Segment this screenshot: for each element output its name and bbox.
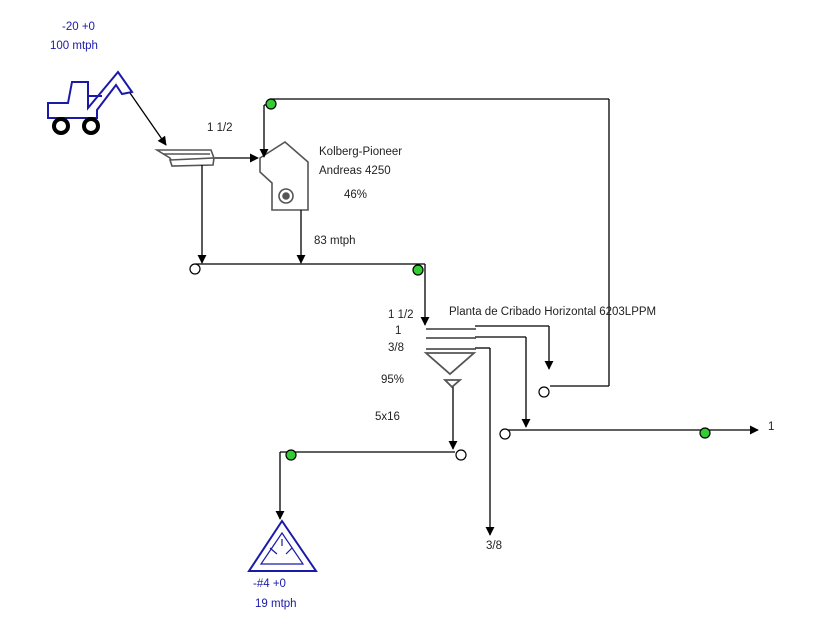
crusher-percent: 46% (344, 189, 367, 201)
horizontal-screen-icon[interactable] (423, 328, 477, 389)
fines-gradation: -#4 +0 (253, 578, 286, 590)
grizzly-size-label: 1 1/2 (207, 122, 233, 134)
node-open[interactable] (189, 263, 201, 275)
screen-efficiency: 95% (381, 374, 404, 386)
screen-plant-name: Planta de Cribado Horizontal 6203LPPM (449, 306, 656, 318)
feed-rate: 100 mtph (50, 40, 98, 52)
screen-deck-1: 1 1/2 (388, 309, 414, 321)
grizzly-feeder-icon[interactable] (154, 149, 216, 167)
node-open[interactable] (538, 386, 550, 398)
crusher-name: Kolberg-Pioneer (319, 146, 402, 158)
node-green[interactable] (412, 264, 424, 276)
feed-gradation: -20 +0 (62, 21, 95, 33)
flow-lines (129, 92, 759, 536)
hopper-label: 5x16 (375, 411, 400, 423)
crusher-output-rate: 83 mtph (314, 235, 356, 247)
node-green[interactable] (699, 427, 711, 439)
fines-rate: 19 mtph (255, 598, 297, 610)
product-one-inch-label: 1 (768, 421, 774, 433)
front-loader-icon[interactable] (47, 70, 134, 135)
screen-deck-3: 3/8 (388, 342, 404, 354)
node-open[interactable] (499, 428, 511, 440)
impact-crusher-icon[interactable] (259, 141, 309, 211)
node-open[interactable] (455, 449, 467, 461)
node-green[interactable] (285, 449, 297, 461)
crusher-model: Andreas 4250 (319, 165, 391, 177)
stockpile-icon[interactable] (247, 519, 318, 572)
screen-deck-2: 1 (395, 325, 401, 337)
node-green[interactable] (265, 98, 277, 110)
node-points (189, 98, 711, 461)
product-three-eighths-label: 3/8 (486, 540, 502, 552)
